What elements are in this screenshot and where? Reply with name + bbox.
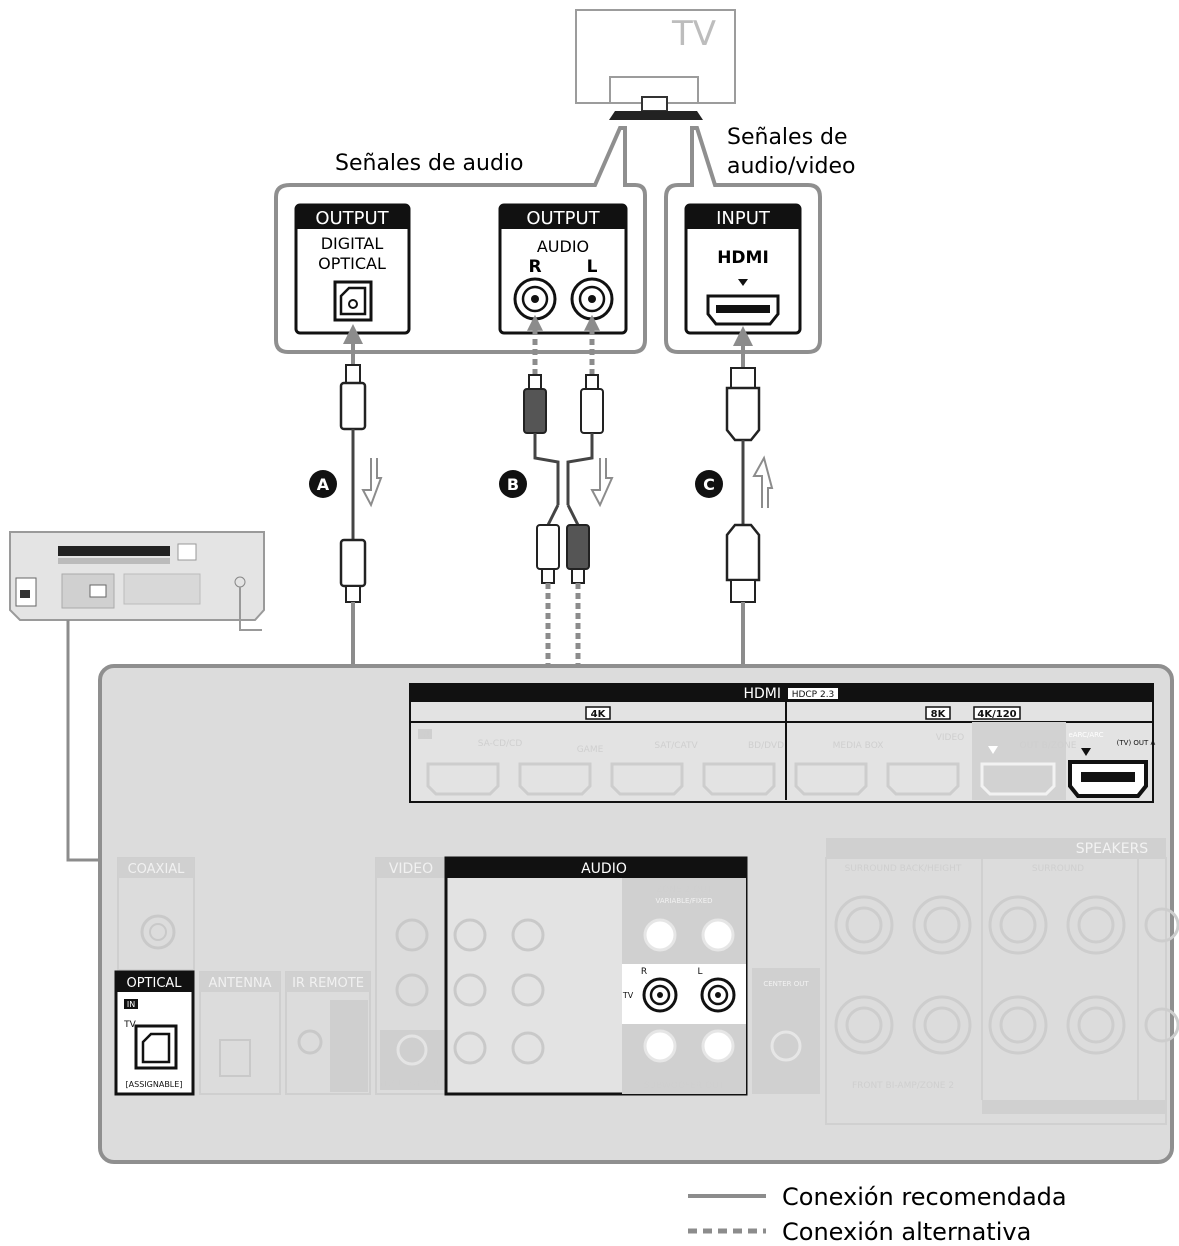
svg-text:SURROUND: SURROUND	[1032, 864, 1084, 874]
svg-text:SA-CD/CD: SA-CD/CD	[478, 739, 523, 749]
svg-text:IN: IN	[420, 730, 429, 740]
av-signals-callout	[664, 126, 822, 354]
svg-text:L: L	[697, 967, 702, 977]
svg-text:B: B	[507, 475, 519, 494]
hdmi-input-ports	[426, 762, 960, 796]
signal-direction-up-icon	[752, 455, 774, 508]
receiver-rear-panel: HDMI HDCP 2.3 4K 8K 4K/120 IN SA-CD/CD	[98, 664, 1179, 1164]
external-device-illustration	[9, 531, 265, 862]
svg-text:SURROUND BACK/HEIGHT: SURROUND BACK/HEIGHT	[845, 864, 962, 874]
svg-text:MEDIA BOX: MEDIA BOX	[833, 741, 884, 751]
speakers-section: SPEAKERS SURROUND BACK/HEIGHT SURROUND F…	[825, 838, 1179, 1125]
tv-hdmi-input-port: INPUT HDMI	[684, 203, 802, 335]
svg-text:L: L	[587, 257, 598, 277]
svg-text:INPUT: INPUT	[716, 208, 771, 229]
hdmi-4k-label: 4K	[591, 709, 607, 720]
receiver-hdmi-section: HDMI HDCP 2.3 4K 8K 4K/120 IN SA-CD/CD	[409, 683, 1156, 803]
receiver-audio-section: AUDIO ZONE 2 OUT VARIABLE/FIXED R L TV	[444, 856, 748, 1096]
svg-text:DIGITAL: DIGITAL	[321, 234, 384, 253]
svg-text:(TV) OUT A: (TV) OUT A	[1117, 739, 1156, 747]
tv-label: TV	[671, 14, 716, 54]
signal-direction-down-icon	[590, 458, 614, 508]
svg-text:ZONE 2 OUT: ZONE 2 OUT	[656, 885, 713, 895]
svg-text:GAME: GAME	[577, 745, 604, 755]
hdmi-out-b-label: OUT B/ZONE	[1020, 741, 1077, 751]
svg-text:C: C	[703, 475, 715, 494]
receiver-audio-tv-input-port: R L TV	[622, 964, 746, 1024]
svg-text:FRONT BI-AMP/ZONE 2: FRONT BI-AMP/ZONE 2	[852, 1081, 954, 1091]
svg-text:A: A	[317, 475, 330, 494]
svg-text:VIDEO: VIDEO	[389, 861, 433, 877]
svg-text:TV: TV	[123, 1020, 136, 1030]
legend-recommended-label: Conexión recomendada	[782, 1183, 1067, 1211]
center-out-section: CENTER OUT	[752, 968, 820, 1094]
ir-remote-section: IR REMOTE	[285, 971, 371, 1095]
legend: Conexión recomendada Conexión alternativ…	[688, 1183, 1067, 1246]
audio-signals-callout	[274, 126, 647, 354]
tv-optical-output-port: OUTPUT DIGITAL OPTICAL	[294, 203, 411, 335]
svg-text:IN: IN	[127, 1000, 135, 1009]
svg-text:SUBWOOFER OUT: SUBWOOFER OUT	[644, 1081, 725, 1091]
antenna-section: ANTENNA	[199, 971, 281, 1095]
receiver-optical-input-port: OPTICAL IN TV [ASSIGNABLE]	[114, 970, 195, 1096]
tv-illustration: TV	[575, 9, 736, 120]
signal-direction-down-icon	[361, 458, 383, 508]
svg-text:eARC/ARC: eARC/ARC	[1068, 731, 1103, 739]
svg-text:AUDIO: AUDIO	[581, 861, 627, 877]
audio-signals-label: Señales de audio	[335, 151, 523, 176]
svg-text:VARIABLE/FIXED: VARIABLE/FIXED	[655, 897, 712, 905]
svg-text:CENTER OUT: CENTER OUT	[763, 980, 809, 988]
speaker-terminals	[834, 895, 1179, 1055]
svg-text:R: R	[528, 257, 541, 277]
hdcp-label: HDCP 2.3	[792, 690, 835, 700]
svg-text:AUDIO: AUDIO	[537, 237, 589, 256]
legend-alternative-label: Conexión alternativa	[782, 1218, 1031, 1246]
svg-text:VIDEO: VIDEO	[936, 733, 965, 743]
svg-text:BD/DVD: BD/DVD	[748, 741, 784, 751]
audio-input-jacks	[453, 918, 545, 1065]
svg-text:TV: TV	[622, 991, 634, 1000]
coaxial-section: COAXIAL	[117, 857, 195, 971]
video-section: VIDEO MONITOR OUT	[375, 857, 447, 1095]
svg-text:OUTPUT: OUTPUT	[315, 208, 389, 229]
hdmi-out-a-earc-port: eARC/ARC (TV) OUT A	[1068, 731, 1156, 798]
cable-b-badge: B	[499, 470, 527, 498]
av-signals-label-line1: Señales de	[727, 125, 848, 150]
svg-text:OPTICAL: OPTICAL	[126, 976, 182, 991]
cable-c-badge: C	[695, 470, 723, 498]
svg-text:[ASSIGNABLE]: [ASSIGNABLE]	[126, 1080, 183, 1089]
svg-text:ANTENNA: ANTENNA	[208, 976, 271, 991]
svg-text:SAT/CATV: SAT/CATV	[654, 741, 698, 751]
cable-a-badge: A	[309, 470, 337, 498]
av-signals-label-line2: audio/video	[727, 154, 855, 179]
hdmi-8k-label: 8K	[931, 709, 947, 720]
svg-text:HDMI: HDMI	[717, 248, 769, 268]
svg-text:COAXIAL: COAXIAL	[128, 862, 186, 877]
svg-text:OUTPUT: OUTPUT	[526, 208, 600, 229]
svg-text:IR REMOTE: IR REMOTE	[292, 976, 364, 991]
svg-text:R: R	[641, 967, 647, 977]
hdmi-header-label: HDMI	[743, 686, 781, 702]
svg-text:SPEAKERS: SPEAKERS	[1076, 841, 1149, 857]
svg-text:MONITOR OUT: MONITOR OUT	[379, 1079, 445, 1089]
tv-audio-output-port: OUTPUT AUDIO R L	[498, 203, 628, 335]
svg-text:OPTICAL: OPTICAL	[318, 254, 386, 273]
hdmi-4k120-label: 4K/120	[977, 709, 1016, 720]
